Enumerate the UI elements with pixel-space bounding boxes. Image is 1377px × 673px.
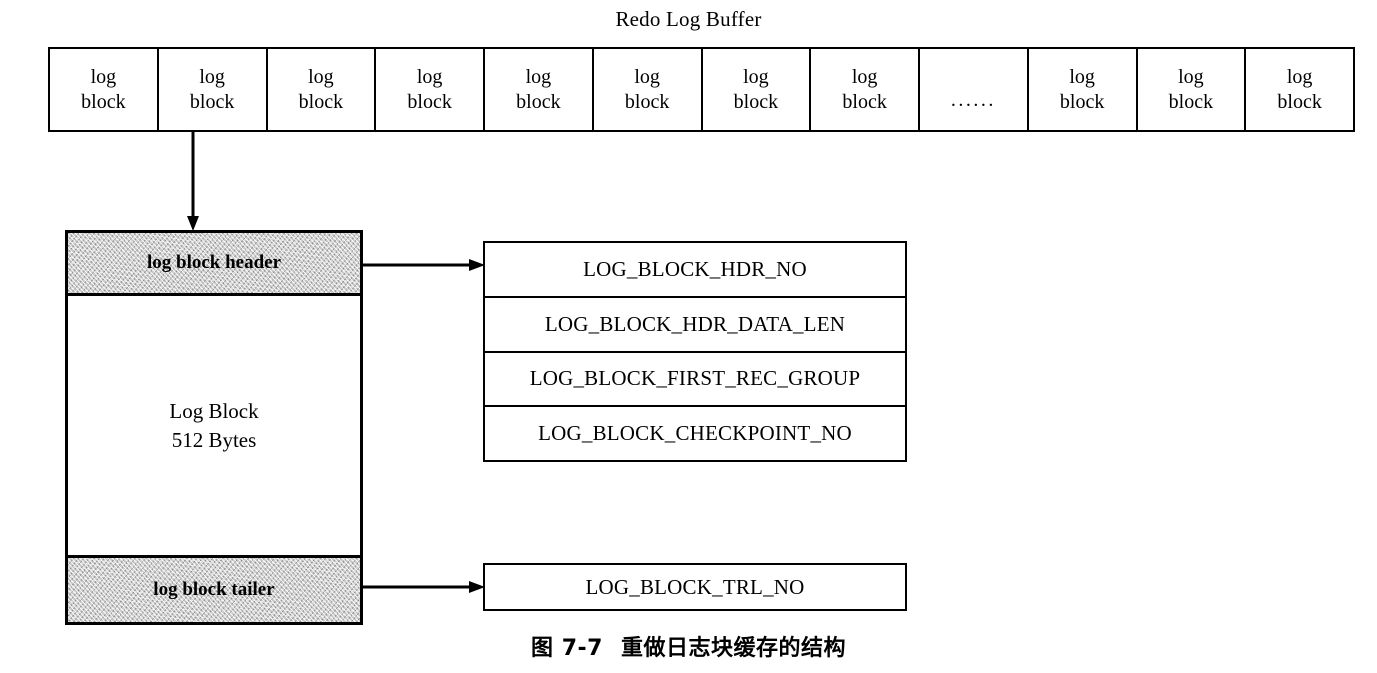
log-block-cell-line1: log <box>1286 65 1313 88</box>
figure-caption-text: 重做日志块缓存的结构 <box>620 636 846 661</box>
log-block-cell: log block <box>593 49 703 130</box>
log-block-cell: log block <box>811 49 920 130</box>
log-block-cell-line1: log <box>308 65 334 88</box>
log-block-cell-line1: log <box>851 65 878 88</box>
log-block-cell: log block <box>702 49 812 130</box>
header-field-row: LOG_BLOCK_FIRST_REC_GROUP <box>485 352 905 408</box>
log-block-cell-line2: block <box>1277 90 1322 113</box>
log-block-cell-line2: block <box>1168 90 1214 113</box>
log-block-cell-line2: block <box>81 90 126 113</box>
log-block-cell-line2: block <box>407 90 452 113</box>
log-block-cell-line2: block <box>189 90 235 113</box>
header-arrow-icon <box>362 259 485 271</box>
log-block-cell-line2: block <box>298 90 344 113</box>
ellipsis-text: ...... <box>950 89 996 111</box>
log-block-cell-line2: block <box>842 90 887 113</box>
header-field-row: LOG_BLOCK_CHECKPOINT_NO <box>485 407 905 460</box>
log-block-cell: log block <box>1137 49 1247 130</box>
log-block-cell-line2: block <box>733 90 779 113</box>
log-block-header-label: log block header <box>146 252 282 273</box>
log-block-cell-line1: log <box>1069 65 1095 88</box>
tailer-arrow-icon <box>362 581 485 593</box>
buffer-title: Redo Log Buffer <box>615 7 762 31</box>
log-block-cell: log block <box>267 49 377 130</box>
log-block-cell: log block <box>1246 49 1353 130</box>
log-block-header-fields: LOG_BLOCK_HDR_NO LOG_BLOCK_HDR_DATA_LEN … <box>483 241 907 462</box>
log-block-cell-line1: log <box>1178 65 1204 88</box>
log-block-cell-line2: block <box>624 90 670 113</box>
figure-caption: 图 7-7 重做日志块缓存的结构 <box>0 634 1377 664</box>
log-block-header-band: log block header <box>68 233 360 296</box>
log-block-cell-line2: block <box>1059 90 1105 113</box>
log-block-cell: log block <box>158 49 268 130</box>
figure-number: 图 7-7 <box>531 636 603 661</box>
header-field-row: LOG_BLOCK_HDR_NO <box>485 243 905 298</box>
log-block-detail-box: log block header Log Block 512 Bytes log… <box>65 230 363 625</box>
log-block-cell-line1: log <box>416 65 443 88</box>
log-block-ellipsis-cell: ...... <box>920 49 1029 130</box>
log-block-cell-line1: log <box>525 65 552 88</box>
down-arrow-icon <box>187 131 199 231</box>
log-block-cell-line1: log <box>90 65 117 88</box>
redo-log-buffer-row: log block log block log block log block … <box>48 47 1355 132</box>
log-block-body-line1: Log Block <box>169 398 259 423</box>
log-block-cell-line1: log <box>634 65 660 88</box>
log-block-body: Log Block 512 Bytes <box>68 296 360 555</box>
log-block-cell: log block <box>50 49 159 130</box>
log-block-cell-line2: block <box>516 90 561 113</box>
log-block-body-line2: 512 Bytes <box>171 427 257 452</box>
header-field-row: LOG_BLOCK_HDR_DATA_LEN <box>485 297 905 353</box>
log-block-trailer-field: LOG_BLOCK_TRL_NO <box>483 563 907 611</box>
log-block-cell: log block <box>485 49 594 130</box>
log-block-cell: log block <box>1028 49 1138 130</box>
log-block-cell: log block <box>376 49 485 130</box>
log-block-cell-line1: log <box>743 65 769 88</box>
log-block-tailer-label: log block tailer <box>153 579 275 600</box>
log-block-cell-line1: log <box>199 65 225 88</box>
log-block-tailer-band: log block tailer <box>68 555 360 622</box>
